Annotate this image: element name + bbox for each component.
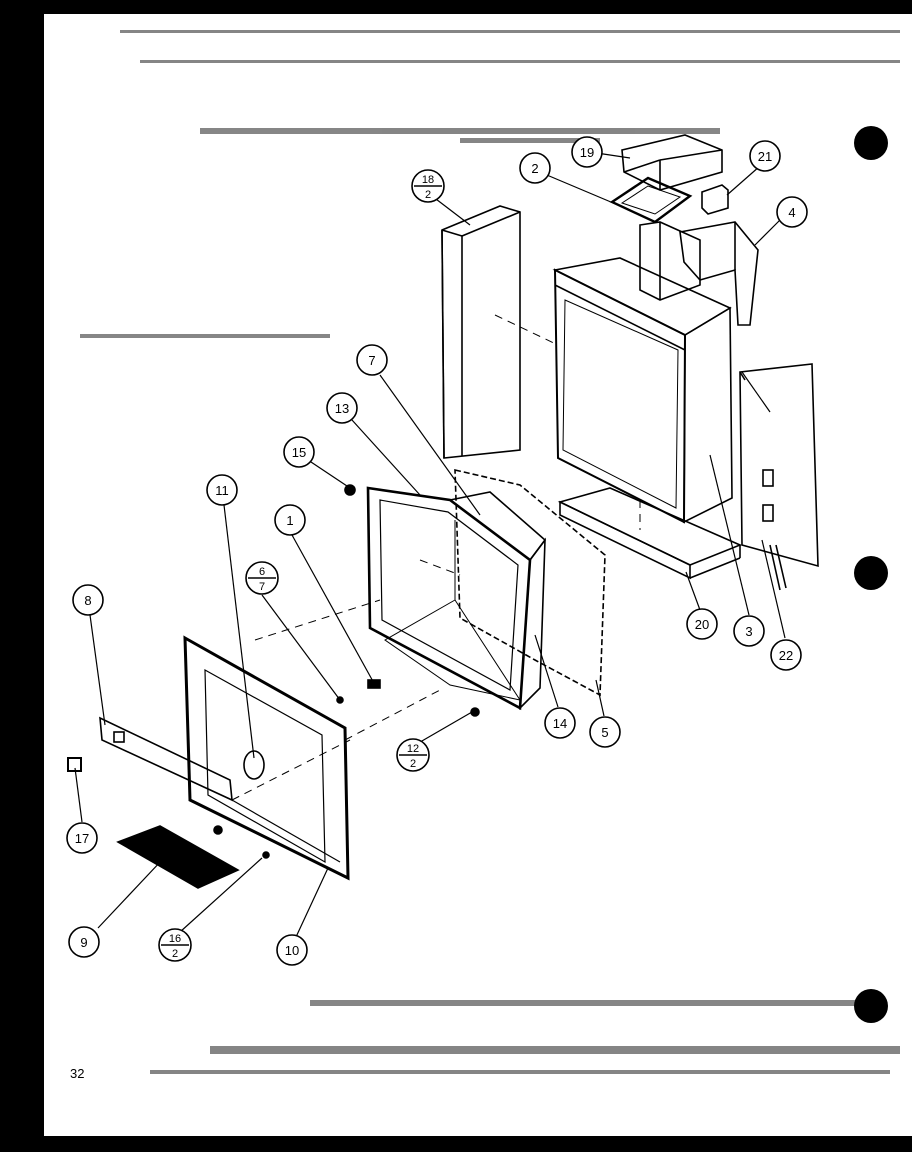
svg-text:17: 17: [75, 831, 89, 846]
svg-text:4: 4: [788, 205, 795, 220]
part-13-frame: [366, 486, 547, 711]
svg-text:21: 21: [758, 149, 772, 164]
callout-5: 5: [589, 716, 621, 748]
svg-text:20: 20: [695, 617, 709, 632]
part-3-housing: [552, 257, 733, 524]
svg-text:22: 22: [779, 648, 793, 663]
part-8-strip: [99, 716, 233, 802]
svg-text:6: 6: [259, 566, 265, 578]
callout-22: 22: [770, 639, 802, 671]
callout-18-2: 18 2: [411, 169, 445, 203]
svg-text:9: 9: [80, 935, 87, 950]
part-4-bracket: [679, 221, 759, 326]
part-20-plate: [557, 487, 743, 580]
callout-9: 9: [68, 926, 100, 958]
svg-text:7: 7: [368, 353, 375, 368]
binder-hole: [854, 989, 888, 1023]
svg-text:2: 2: [410, 758, 416, 770]
callout-19: 19: [571, 136, 603, 168]
part-5-panel: [454, 468, 606, 697]
binder-hole: [854, 556, 888, 590]
svg-text:7: 7: [259, 581, 265, 593]
svg-text:3: 3: [745, 624, 752, 639]
callout-1: 1: [274, 504, 306, 536]
binder-hole: [854, 126, 888, 160]
part-18-column: [441, 205, 521, 459]
part-21-block: [701, 184, 729, 215]
callout-8: 8: [72, 584, 104, 616]
callout-21: 21: [749, 140, 781, 172]
callout-16-2: 16 2: [158, 928, 192, 962]
callout-2: 2: [519, 152, 551, 184]
svg-text:2: 2: [172, 948, 178, 960]
callout-14: 14: [544, 707, 576, 739]
svg-text:13: 13: [335, 401, 349, 416]
svg-text:8: 8: [84, 593, 91, 608]
svg-text:11: 11: [215, 483, 229, 498]
callout-4: 4: [776, 196, 808, 228]
part-2-gasket: [609, 176, 693, 224]
callout-6-7: 6 7: [245, 561, 279, 595]
callout-7: 7: [356, 344, 388, 376]
leader-lines: [74, 151, 786, 938]
svg-text:10: 10: [285, 943, 299, 958]
svg-text:14: 14: [553, 716, 567, 731]
svg-text:19: 19: [580, 145, 594, 160]
scan-noise: [80, 30, 900, 1074]
duct: [639, 221, 701, 301]
part-9-grille: [116, 825, 240, 889]
page-number: 32: [70, 1066, 85, 1081]
part-17-knob: [67, 757, 82, 772]
callout-17: 17: [66, 822, 98, 854]
callout-12-2: 12 2: [396, 738, 430, 772]
svg-text:2: 2: [425, 189, 431, 201]
svg-text:1: 1: [286, 513, 293, 528]
svg-text:2: 2: [531, 161, 538, 176]
assembly-lines: [231, 314, 641, 801]
part-10-frame: [183, 635, 350, 881]
svg-text:16: 16: [169, 933, 181, 945]
callout-3: 3: [733, 615, 765, 647]
svg-text:15: 15: [292, 445, 306, 460]
part-22-side-panel: [739, 363, 819, 591]
svg-text:18: 18: [422, 174, 434, 186]
callouts: 1 2 3 4 5 7 8 9 10 11 13 14 15 17 19 20 …: [66, 136, 808, 966]
svg-text:5: 5: [601, 725, 608, 740]
callout-10: 10: [276, 934, 308, 966]
callout-20: 20: [686, 608, 718, 640]
callout-15: 15: [283, 436, 315, 468]
part-19-block: [621, 134, 723, 191]
part-11-bulb: [243, 750, 265, 780]
svg-text:12: 12: [407, 743, 419, 755]
callout-13: 13: [326, 392, 358, 424]
callout-11: 11: [206, 474, 238, 506]
fraction-callouts: 18 2 6 7 12 2 16 2: [158, 169, 445, 962]
